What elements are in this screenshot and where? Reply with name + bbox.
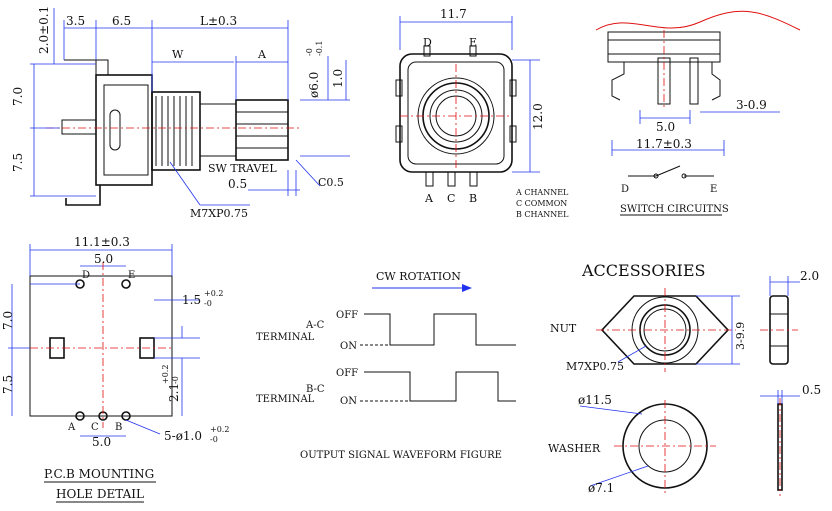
pcb-dim-2-1: 2.1	[167, 383, 181, 402]
pcb-dim-11-1: 11.1±0.3	[74, 235, 130, 249]
on-2: ON	[340, 396, 357, 407]
dim-shaft-tol-lower: -0.1	[315, 41, 324, 56]
pcb-dim-5-0-bottom: 5.0	[92, 435, 111, 449]
dim-W: W	[172, 48, 184, 61]
switch-title: SWITCH CIRCUITNS	[620, 204, 729, 215]
pcb-dim-5-0-top: 5.0	[94, 252, 113, 266]
pcb-dim-2-1-tol-upper: +0.2	[161, 365, 170, 384]
dim-shaft-tol-upper: -0	[305, 48, 314, 56]
terminal-1: TERMINAL	[256, 332, 315, 343]
terminal-2: TERMINAL	[256, 394, 315, 405]
dim-12-0: 12.0	[531, 103, 545, 130]
pcb-view: 11.1±0.3 5.0 D E 1.5 +0.2 -0 7.0 7.5 2.1…	[1, 235, 229, 503]
pcb-dim-7-0: 7.0	[1, 311, 15, 330]
pcb-pin-E: E	[128, 270, 135, 281]
washer-thickness: 0.5	[802, 383, 821, 397]
pin-C: C	[447, 192, 455, 205]
pcb-dim-1-5-tol-upper: +0.2	[204, 289, 223, 298]
pcb-holes-tol-lower: -0	[210, 435, 218, 444]
nut-height: 3-9.9	[734, 322, 747, 350]
pcb-pin-D: D	[82, 270, 90, 281]
dim-11-7-switch: 11.7±0.3	[636, 137, 692, 151]
accessories-title: ACCESSORIES	[581, 261, 705, 280]
pair-1: A-C	[305, 320, 325, 331]
dim-A: A	[257, 48, 267, 61]
pcb-dim-1-5-tol-lower: -0	[204, 299, 212, 308]
pin-D: D	[423, 36, 432, 49]
washer-inner: ø7.1	[588, 481, 614, 495]
dim-11-7: 11.7	[440, 7, 467, 21]
washer-outer: ø11.5	[578, 393, 612, 407]
legend-b-channel: B CHANNEL	[516, 210, 569, 219]
dim-1-0: 1.0	[331, 69, 345, 88]
pcb-title-line1: P.C.B MOUNTING	[44, 467, 154, 481]
cw-rotation: CW ROTATION	[376, 270, 461, 283]
dim-3-5: 3.5	[66, 14, 85, 28]
pcb-pin-B: B	[115, 422, 122, 433]
dim-0-5: 0.5	[228, 177, 247, 191]
pcb-holes: 5-ø1.0	[164, 429, 202, 443]
nut-thread: M7XP0.75	[566, 360, 624, 373]
dim-5-0-switch: 5.0	[656, 120, 675, 134]
dim-7-5: 7.5	[11, 153, 25, 172]
nut-label: NUT	[550, 322, 577, 335]
pcb-dim-7-5: 7.5	[1, 375, 15, 394]
dim-2-0: 2.0±0.1	[37, 6, 51, 54]
front-view: 11.7 12.0 D E A C B A CHANNEL C COMMON B…	[395, 7, 569, 219]
pair-2: B-C	[306, 384, 325, 395]
dim-3-0-9: 3-0.9	[736, 98, 767, 112]
off-2: OFF	[336, 368, 358, 379]
pin-E: E	[469, 36, 477, 49]
sw-travel: SW TRAVEL	[208, 162, 277, 175]
side-view: 2.0±0.1 3.5 6.5 L±0.3 W A ø6.0 -0 -0.1 1…	[11, 6, 350, 220]
pcb-pin-A: A	[67, 422, 76, 433]
dim-shaft-dia: ø6.0	[307, 72, 321, 98]
on-1: ON	[340, 341, 357, 352]
legend-a-channel: A CHANNEL	[515, 188, 569, 197]
pcb-title-line2: HOLE DETAIL	[56, 487, 144, 501]
pcb-holes-tol-upper: +0.2	[210, 425, 229, 434]
pcb-pin-C: C	[91, 422, 99, 433]
switch-E: E	[710, 184, 717, 195]
legend-c-common: C COMMON	[516, 199, 567, 208]
waveform: CW ROTATION OFF ON TERMINAL A-C OFF ON T…	[256, 270, 516, 461]
pin-B: B	[469, 192, 477, 205]
dim-L: L±0.3	[200, 14, 237, 28]
thread-label: M7XP0.75	[190, 207, 248, 220]
waveform-caption: OUTPUT SIGNAL WAVEFORM FIGURE	[300, 450, 502, 461]
dim-7-0: 7.0	[11, 87, 25, 106]
off-1: OFF	[336, 310, 358, 321]
pin-A: A	[424, 192, 434, 205]
pcb-dim-1-5: 1.5	[182, 293, 201, 307]
dim-6-5: 6.5	[112, 14, 131, 28]
switch-D: D	[621, 184, 629, 195]
accessories: ACCESSORIES NUT M7XP0.75 3-9.9 2.0 ø11.5…	[548, 261, 821, 496]
pcb-dim-2-1-tol-lower: -0	[171, 376, 180, 384]
switch-view: 3-0.9 5.0 11.7±0.3 D E SWITCH CIRCUITNS	[595, 10, 801, 216]
nut-thickness: 2.0	[800, 269, 819, 283]
chamfer: C0.5	[318, 176, 344, 189]
washer-label: WASHER	[548, 442, 601, 455]
